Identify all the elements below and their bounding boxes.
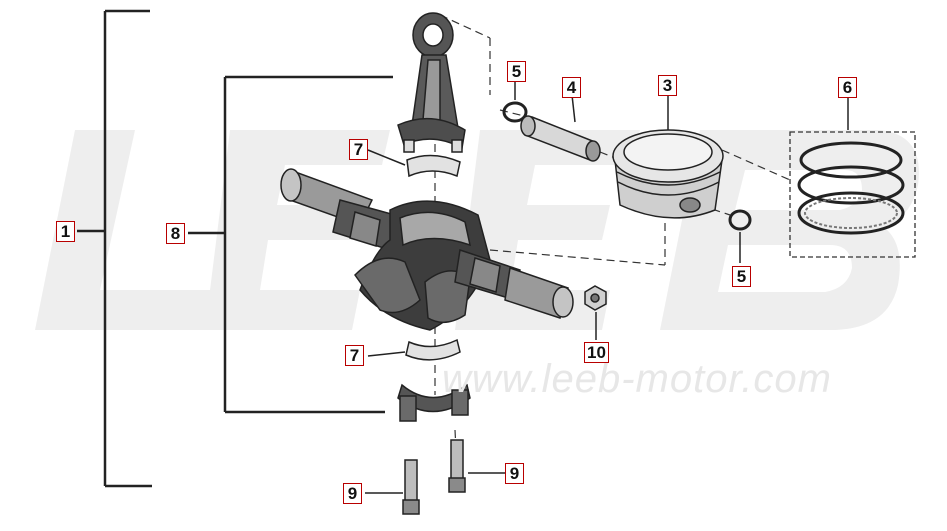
circlip-lower [728, 209, 752, 231]
callout-9-right: 9 [505, 463, 524, 484]
circlip-upper [502, 101, 528, 123]
leader-lines [365, 80, 849, 494]
callout-6: 6 [838, 77, 857, 98]
piston [612, 129, 724, 219]
bearing-shell-lower [405, 338, 461, 361]
callout-5-upper: 5 [507, 61, 526, 82]
rod-bolt-right [448, 439, 466, 493]
callout-5-lower: 5 [732, 266, 751, 287]
bracket-1 [77, 9, 152, 488]
callout-8: 8 [166, 223, 185, 244]
crankshaft [280, 168, 574, 331]
callout-1: 1 [56, 221, 75, 242]
connecting-rod [397, 12, 466, 153]
bracket-8 [188, 75, 393, 414]
callout-3: 3 [658, 75, 677, 96]
callout-9-left: 9 [343, 483, 362, 504]
rod-bolt-left [402, 459, 420, 515]
bearing-shell-upper [406, 154, 461, 178]
watermark-url: www.leeb-motor.com [442, 357, 832, 401]
callout-4: 4 [562, 77, 581, 98]
callout-7-lower: 7 [345, 345, 364, 366]
piston-pin [520, 115, 601, 162]
nut [584, 285, 607, 311]
piston-rings [789, 131, 916, 258]
callout-7-upper: 7 [349, 139, 368, 160]
callout-10: 10 [584, 342, 609, 363]
connecting-rod-cap [397, 383, 471, 422]
